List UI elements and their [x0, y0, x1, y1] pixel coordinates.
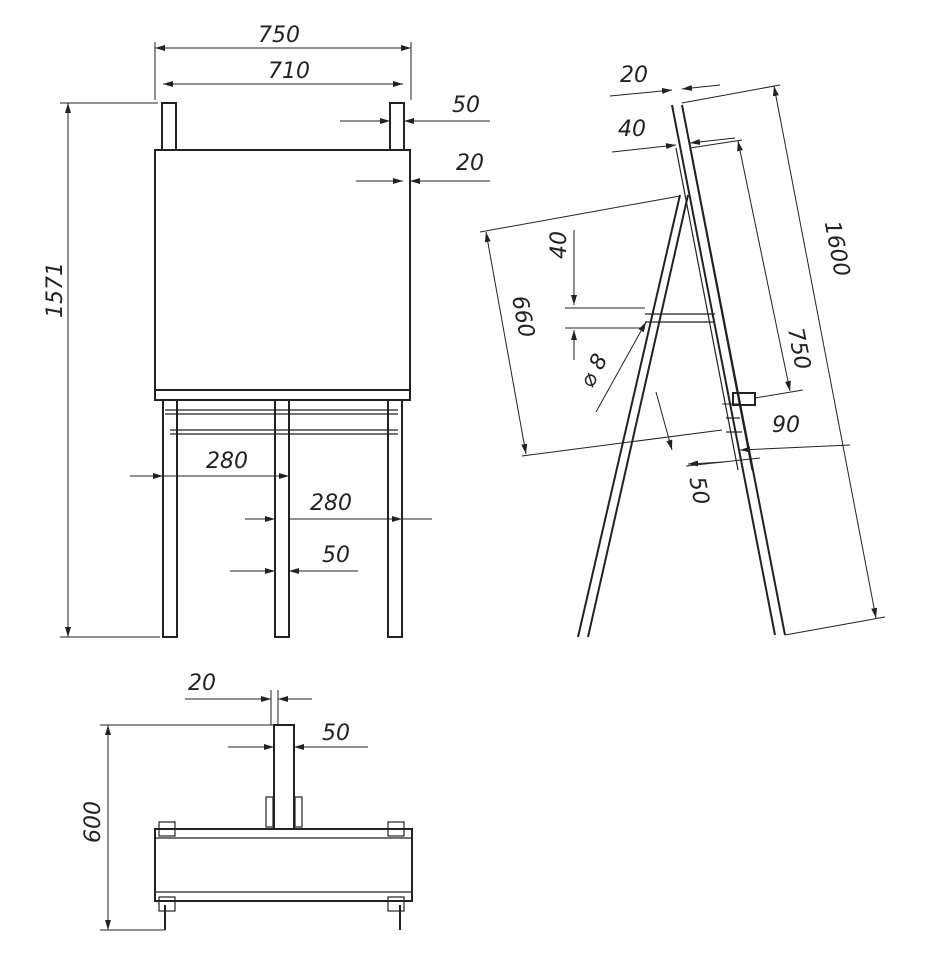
dim-top-post-depth: 20 [188, 671, 216, 696]
dim-ledge-height: 40 [547, 231, 572, 259]
front-view: 750 710 50 20 1571 280 280 50 [43, 23, 490, 638]
dim-top-post-width: 50 [322, 721, 350, 746]
dim-line-750-side [737, 140, 791, 392]
dim-height: 1571 [43, 262, 68, 318]
top-view: 20 50 600 [81, 671, 413, 931]
top-post [273, 724, 295, 830]
dim-hinge-width: 50 [683, 475, 713, 507]
side-ledge [732, 392, 756, 406]
front-leg [671, 104, 776, 636]
dim-width-inner: 710 [268, 59, 310, 84]
left-top-post [161, 102, 177, 151]
dim-depth: 600 [81, 801, 106, 843]
rear-leg [577, 194, 681, 638]
rod-leader [595, 321, 647, 413]
dim-rear-leg-length: 660 [506, 294, 539, 340]
left-leg [162, 399, 178, 638]
drawing-board [154, 149, 411, 391]
dim-line-660 [484, 231, 528, 455]
right-top-post [389, 102, 405, 151]
dim-width-outer: 750 [258, 23, 300, 48]
dim-overall-length: 1600 [819, 219, 854, 279]
side-view: 20 40 1600 750 660 40 ⌀ 8 90 [479, 63, 886, 638]
board-edge [675, 147, 739, 471]
dim-leg-spacing-right: 280 [310, 491, 352, 516]
dim-post-offset: 20 [456, 151, 484, 176]
dim-post-width: 50 [452, 93, 480, 118]
dim-leg-width: 50 [322, 543, 350, 568]
dim-rod-diameter: ⌀ 8 [575, 350, 613, 392]
board-ledge [154, 389, 411, 401]
dim-line-1600 [772, 85, 878, 619]
dim-leg-spacing-left: 280 [206, 449, 248, 474]
dim-clamp-offset: 40 [618, 117, 646, 142]
dim-ledge-depth: 90 [772, 413, 800, 438]
dim-top-offset: 20 [620, 63, 648, 88]
center-leg [274, 399, 290, 638]
base-frame [154, 828, 413, 902]
dim-board-height: 750 [782, 326, 815, 372]
